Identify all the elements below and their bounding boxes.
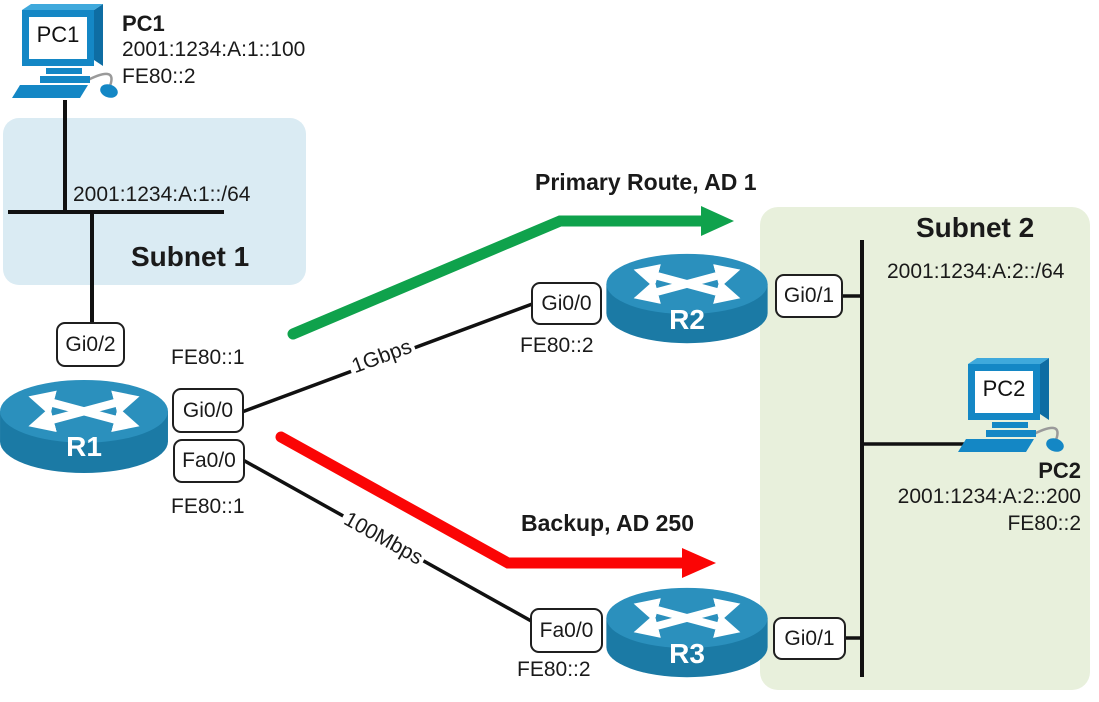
pc2-node: PC2 <box>958 356 1070 458</box>
r2-node: R2 <box>604 248 770 350</box>
backup-route-arrowhead-icon <box>682 548 716 578</box>
r1-router-icon <box>0 379 168 474</box>
pc1-computer-icon <box>12 4 118 98</box>
pc1-address: 2001:1234:A:1::100 <box>122 38 306 61</box>
primary-route-label: Primary Route, AD 1 <box>535 169 757 195</box>
r2-router-icon <box>606 253 768 344</box>
pc1-node: PC1 <box>12 2 124 104</box>
pc2-title: PC2 <box>1038 458 1081 483</box>
r2-interface-gi0-1: Gi0/1 <box>775 274 843 318</box>
r1-interface-fa0-0: Fa0/0 <box>173 439 245 483</box>
pc1-screen-label: PC1 <box>36 22 80 47</box>
r1-label: R1 <box>66 431 102 462</box>
primary-route-arrowhead-icon <box>701 206 734 236</box>
r3-label: R3 <box>669 638 705 669</box>
pc2-link-local: FE80::2 <box>1007 512 1081 535</box>
r3-router-icon <box>606 587 768 678</box>
subnet2-prefix: 2001:1234:A:2::/64 <box>887 260 1065 283</box>
r3-fa0-0-link-local: FE80::2 <box>517 658 591 681</box>
pc1-title: PC1 <box>122 11 165 36</box>
r3-node: R3 <box>604 582 770 684</box>
r1-interface-gi0-2: Gi0/2 <box>56 322 125 367</box>
backup-route-arrow <box>275 431 689 569</box>
r2-gi0-0-link-local: FE80::2 <box>520 334 594 357</box>
r1-gi0-0-link-local: FE80::1 <box>171 346 245 369</box>
subnet1-prefix: 2001:1234:A:1::/64 <box>73 183 251 206</box>
subnet1-box <box>3 118 306 285</box>
backup-route-label: Backup, AD 250 <box>521 510 694 536</box>
r2-label: R2 <box>669 304 705 335</box>
r1-interface-gi0-0: Gi0/0 <box>172 388 244 433</box>
subnet1-title: Subnet 1 <box>131 241 250 272</box>
pc2-address: 2001:1234:A:2::200 <box>897 485 1081 508</box>
pc2-screen-label: PC2 <box>982 376 1026 401</box>
primary-route-arrow <box>287 215 708 340</box>
subnet2-title: Subnet 2 <box>916 212 1035 243</box>
r3-interface-fa0-0: Fa0/0 <box>530 608 603 653</box>
r3-interface-gi0-1: Gi0/1 <box>773 617 846 660</box>
r2-interface-gi0-0: Gi0/0 <box>531 282 602 325</box>
r1-fa0-0-link-local: FE80::1 <box>171 495 245 518</box>
pc1-link-local: FE80::2 <box>122 65 196 88</box>
pc2-computer-icon <box>958 358 1064 452</box>
r1-node: R1 <box>0 371 170 483</box>
